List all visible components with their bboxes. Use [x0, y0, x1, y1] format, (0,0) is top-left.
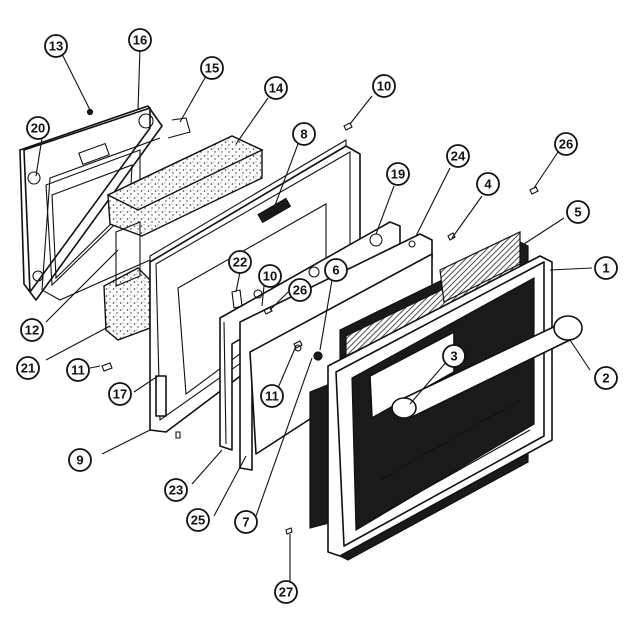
callout-10: 10 — [372, 74, 396, 98]
callout-circle — [554, 132, 578, 156]
callout-number: 10 — [377, 79, 391, 94]
callout-circle — [566, 200, 590, 224]
callout-circle — [264, 76, 288, 100]
callout-circle — [324, 258, 348, 282]
callout-circle — [260, 384, 284, 408]
callout-circle — [288, 278, 312, 302]
callout-circle — [386, 162, 410, 186]
callout-number: 11 — [71, 363, 85, 378]
callout-number: 12 — [25, 323, 39, 338]
callout-number: 2 — [602, 371, 609, 386]
bottom-insulation-part-21 — [103, 221, 151, 341]
callout-number: 7 — [242, 515, 249, 530]
callout-number: 11 — [265, 389, 279, 404]
callout-2: 2 — [594, 366, 618, 390]
callout-9: 9 — [68, 448, 92, 472]
callout-circle — [186, 508, 210, 532]
callout-number: 14 — [269, 81, 284, 96]
callout-23: 23 — [164, 478, 188, 502]
callout-number: 3 — [450, 349, 457, 364]
callout-19: 19 — [386, 162, 410, 186]
callout-number: 17 — [113, 387, 127, 402]
callout-number: 19 — [391, 167, 405, 182]
callout-25: 25 — [186, 508, 210, 532]
callout-number: 23 — [169, 483, 183, 498]
callout-8: 8 — [292, 122, 316, 146]
callout-circle — [20, 318, 44, 342]
callout-circle — [26, 116, 50, 140]
callout-circle — [274, 580, 298, 604]
callout-number: 5 — [574, 205, 581, 220]
callout-circle — [292, 122, 316, 146]
callout-14: 14 — [264, 76, 288, 100]
callout-circle — [66, 358, 90, 382]
door-handle-part-3 — [391, 315, 583, 419]
callout-circle — [44, 34, 68, 58]
callout-circle — [594, 366, 618, 390]
callout-20: 20 — [26, 116, 50, 140]
callout-circle — [446, 144, 470, 168]
callout-circle — [164, 478, 188, 502]
callout-number: 6 — [332, 263, 339, 278]
callout-number: 1 — [602, 261, 609, 276]
callout-4: 4 — [476, 172, 500, 196]
callout-7: 7 — [234, 510, 258, 534]
callout-number: 22 — [233, 255, 247, 270]
callout-circle — [16, 356, 40, 380]
callout-circle — [108, 382, 132, 406]
callout-number: 27 — [279, 585, 293, 600]
callout-3: 3 — [442, 344, 466, 368]
callout-circle — [258, 264, 282, 288]
callout-circle — [442, 344, 466, 368]
callout-6: 6 — [324, 258, 348, 282]
callout-21: 21 — [16, 356, 40, 380]
callout-number: 10 — [263, 269, 277, 284]
callout-number: 26 — [293, 283, 307, 298]
callout-circle — [68, 448, 92, 472]
screws-and-hardware — [86, 108, 539, 535]
callout-26: 26 — [288, 278, 312, 302]
callout-number: 15 — [205, 61, 219, 76]
callout-11: 11 — [66, 358, 90, 382]
callout-number: 25 — [191, 513, 205, 528]
callout-5: 5 — [566, 200, 590, 224]
callout-12: 12 — [20, 318, 44, 342]
callout-circle — [372, 74, 396, 98]
callout-circle — [228, 250, 252, 274]
callout-13: 13 — [44, 34, 68, 58]
door-gasket-part-15 — [41, 117, 191, 301]
callout-11: 11 — [260, 384, 284, 408]
callout-22: 22 — [228, 250, 252, 274]
callout-number: 8 — [300, 127, 307, 142]
callout-number: 13 — [49, 39, 63, 54]
callout-1: 1 — [594, 256, 618, 280]
callout-circle — [200, 56, 224, 80]
leader-lines — [35, 47, 593, 584]
callout-15: 15 — [200, 56, 224, 80]
callout-number: 26 — [559, 137, 573, 152]
callout-circle — [594, 256, 618, 280]
callout-17: 17 — [108, 382, 132, 406]
callout-number: 24 — [451, 149, 466, 164]
callout-number: 20 — [31, 121, 45, 136]
callout-number: 9 — [76, 453, 83, 468]
callout-24: 24 — [446, 144, 470, 168]
callout-number: 16 — [133, 33, 147, 48]
callout-circle — [476, 172, 500, 196]
callout-number: 21 — [21, 361, 35, 376]
callout-circle — [234, 510, 258, 534]
callout-number: 4 — [484, 177, 492, 192]
callout-27: 27 — [274, 580, 298, 604]
callout-26: 26 — [554, 132, 578, 156]
callout-10: 10 — [258, 264, 282, 288]
callout-circle — [128, 28, 152, 52]
callout-16: 16 — [128, 28, 152, 52]
top-insulation-part-14 — [106, 135, 264, 237]
